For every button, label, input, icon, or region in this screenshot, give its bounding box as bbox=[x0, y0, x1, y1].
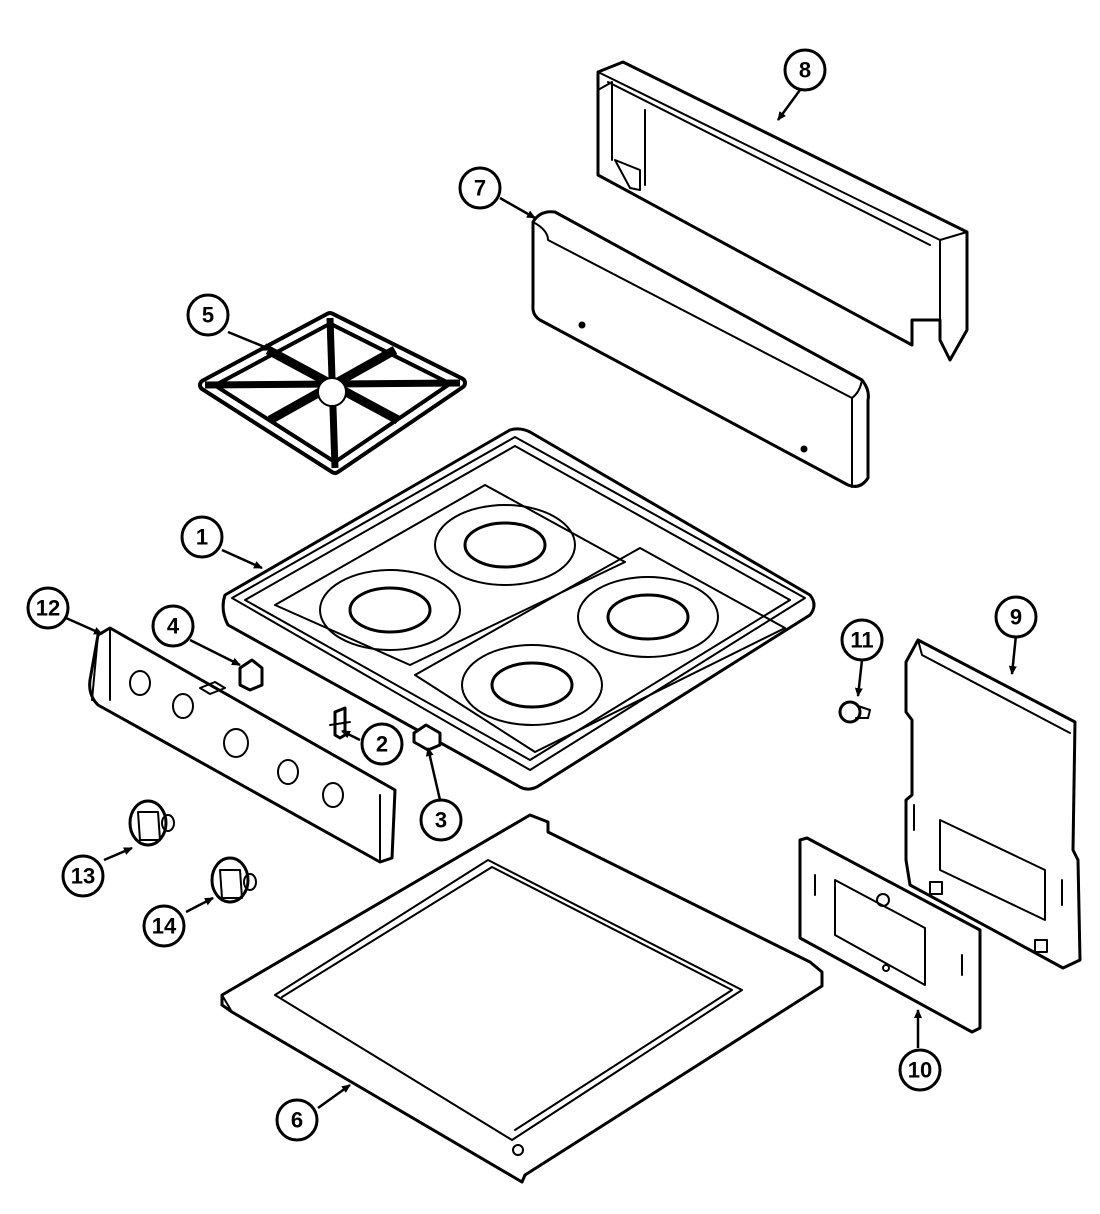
callout-2: 2 bbox=[360, 722, 404, 766]
part-8-vent-trim bbox=[596, 60, 969, 362]
part-12-control-panel bbox=[88, 626, 397, 864]
callout-14: 14 bbox=[142, 904, 186, 948]
callout-10: 10 bbox=[898, 1048, 942, 1092]
callout-7: 7 bbox=[458, 166, 502, 210]
callout-5-label: 5 bbox=[202, 303, 214, 328]
part-4-clip bbox=[238, 658, 264, 692]
callout-12: 12 bbox=[26, 586, 70, 630]
callout-11: 11 bbox=[840, 618, 884, 662]
part-13-knob bbox=[128, 799, 175, 847]
callout-2-label: 2 bbox=[376, 732, 388, 757]
callout-8-label: 8 bbox=[799, 58, 811, 83]
callout-13: 13 bbox=[61, 854, 105, 898]
callout-4: 4 bbox=[151, 604, 195, 648]
part-14-knob bbox=[210, 856, 257, 904]
callout-6: 6 bbox=[275, 1098, 319, 1142]
part-1-cooktop bbox=[221, 427, 816, 791]
part-7-backguard bbox=[531, 210, 870, 488]
callout-10-label: 10 bbox=[908, 1058, 932, 1083]
callout-14-label: 14 bbox=[152, 914, 177, 939]
callout-9: 9 bbox=[994, 595, 1038, 639]
callout-6-label: 6 bbox=[291, 1108, 303, 1133]
part-11-screw bbox=[838, 700, 871, 724]
callout-9-label: 9 bbox=[1010, 605, 1022, 630]
part-6-bottom-tray bbox=[220, 813, 824, 1184]
callout-11-label: 11 bbox=[850, 628, 873, 653]
callout-3: 3 bbox=[419, 798, 463, 842]
callout-8: 8 bbox=[783, 48, 827, 92]
part-5-grate bbox=[198, 311, 467, 475]
part-9-side-bracket bbox=[904, 638, 1082, 970]
part-10-plate bbox=[798, 836, 982, 1034]
callout-1: 1 bbox=[180, 515, 224, 559]
part-3-bracket bbox=[412, 723, 442, 752]
callout-12-label: 12 bbox=[36, 596, 60, 621]
callout-3-label: 3 bbox=[435, 808, 447, 833]
callout-7-label: 7 bbox=[474, 176, 486, 201]
callout-13-label: 13 bbox=[71, 864, 95, 889]
callout-5: 5 bbox=[186, 293, 230, 337]
callout-4-label: 4 bbox=[167, 614, 180, 639]
leader-lines bbox=[65, 89, 1018, 1110]
callout-1-label: 1 bbox=[196, 525, 208, 550]
